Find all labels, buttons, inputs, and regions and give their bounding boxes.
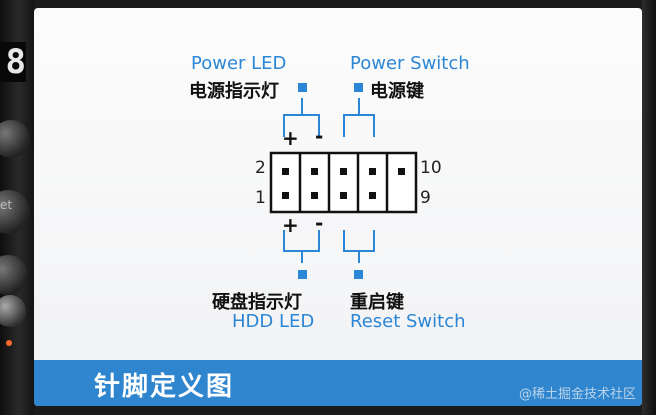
hdd-led-label-zh: 硬盘指示灯 [212,292,302,313]
pins-bottom-row [282,192,376,199]
hardware-right-edge [642,0,656,415]
plus-bottom: + [282,213,299,237]
hdd-led-label-en: HDD LED [232,311,315,332]
pin-definition-panel: + - + - 2 1 10 9 Power LED 电源指示灯 Power S… [34,8,642,406]
diagram-title: 针脚定义图 [94,372,235,402]
power-led-label-zh: 电源指示灯 [189,81,279,102]
pin-dividers [298,153,389,212]
power-switch-marker-icon [354,83,363,92]
power-led-label-en: Power LED [191,53,287,74]
pin-number-10: 10 [420,158,442,178]
pins-top-row [282,168,405,175]
power-switch-label-en: Power Switch [350,53,470,74]
power-switch-bracket [343,98,375,137]
watermark: @稀土掘金技术社区 [518,387,636,402]
hdd-led-marker-icon [298,270,307,279]
pin-number-2: 2 [255,158,266,178]
power-led-bracket [283,98,320,137]
reset-label-zh: 重启键 [350,292,404,313]
minus-bottom: - [315,211,324,235]
reset-marker-icon [354,270,363,279]
power-switch-label-zh: 电源键 [370,81,424,102]
plus-top: + [282,126,299,150]
hdd-led-bracket [283,230,320,263]
knob-icon [0,255,28,295]
seven-segment-display: 8 [0,42,26,82]
minus-top: - [315,124,324,148]
hardware-side-text: et [0,198,13,212]
knob-icon [0,295,26,327]
pin-number-9: 9 [420,188,431,208]
knob-icon [0,120,30,158]
hardware-background: 8 et [0,0,34,415]
pin-number-1: 1 [255,188,266,208]
pin-header-diagram [269,98,418,263]
knob-icon [0,190,30,234]
title-bar: 针脚定义图 @稀土掘金技术社区 [34,360,642,406]
pin-header [269,151,418,214]
orange-led-icon [6,340,12,346]
reset-label-en: Reset Switch [350,311,466,332]
reset-bracket [343,230,375,263]
power-led-marker-icon [298,83,307,92]
